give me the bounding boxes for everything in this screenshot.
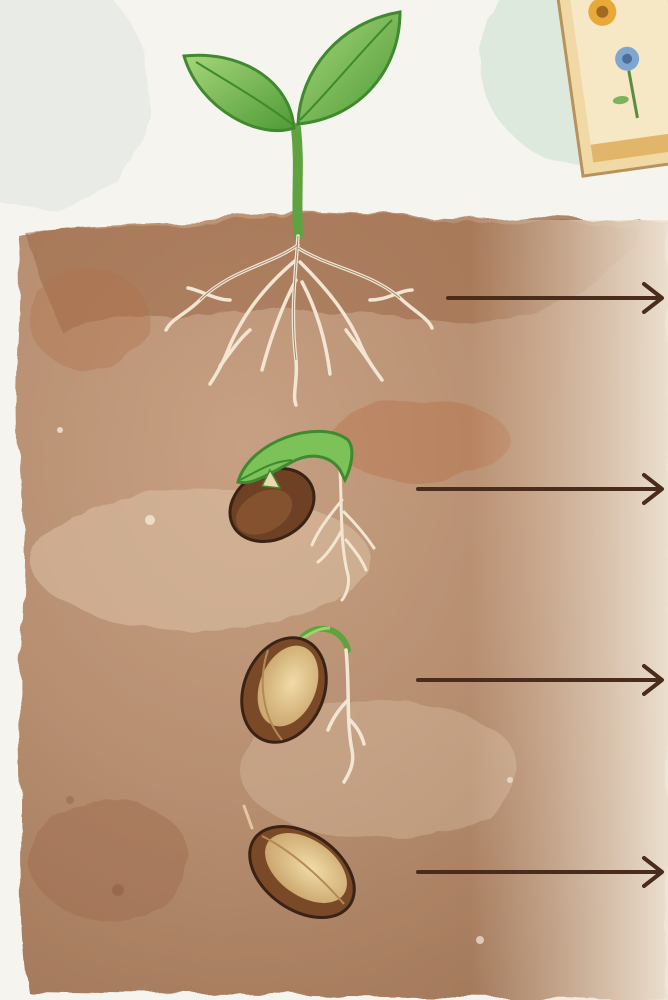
leaf-left	[184, 55, 294, 130]
